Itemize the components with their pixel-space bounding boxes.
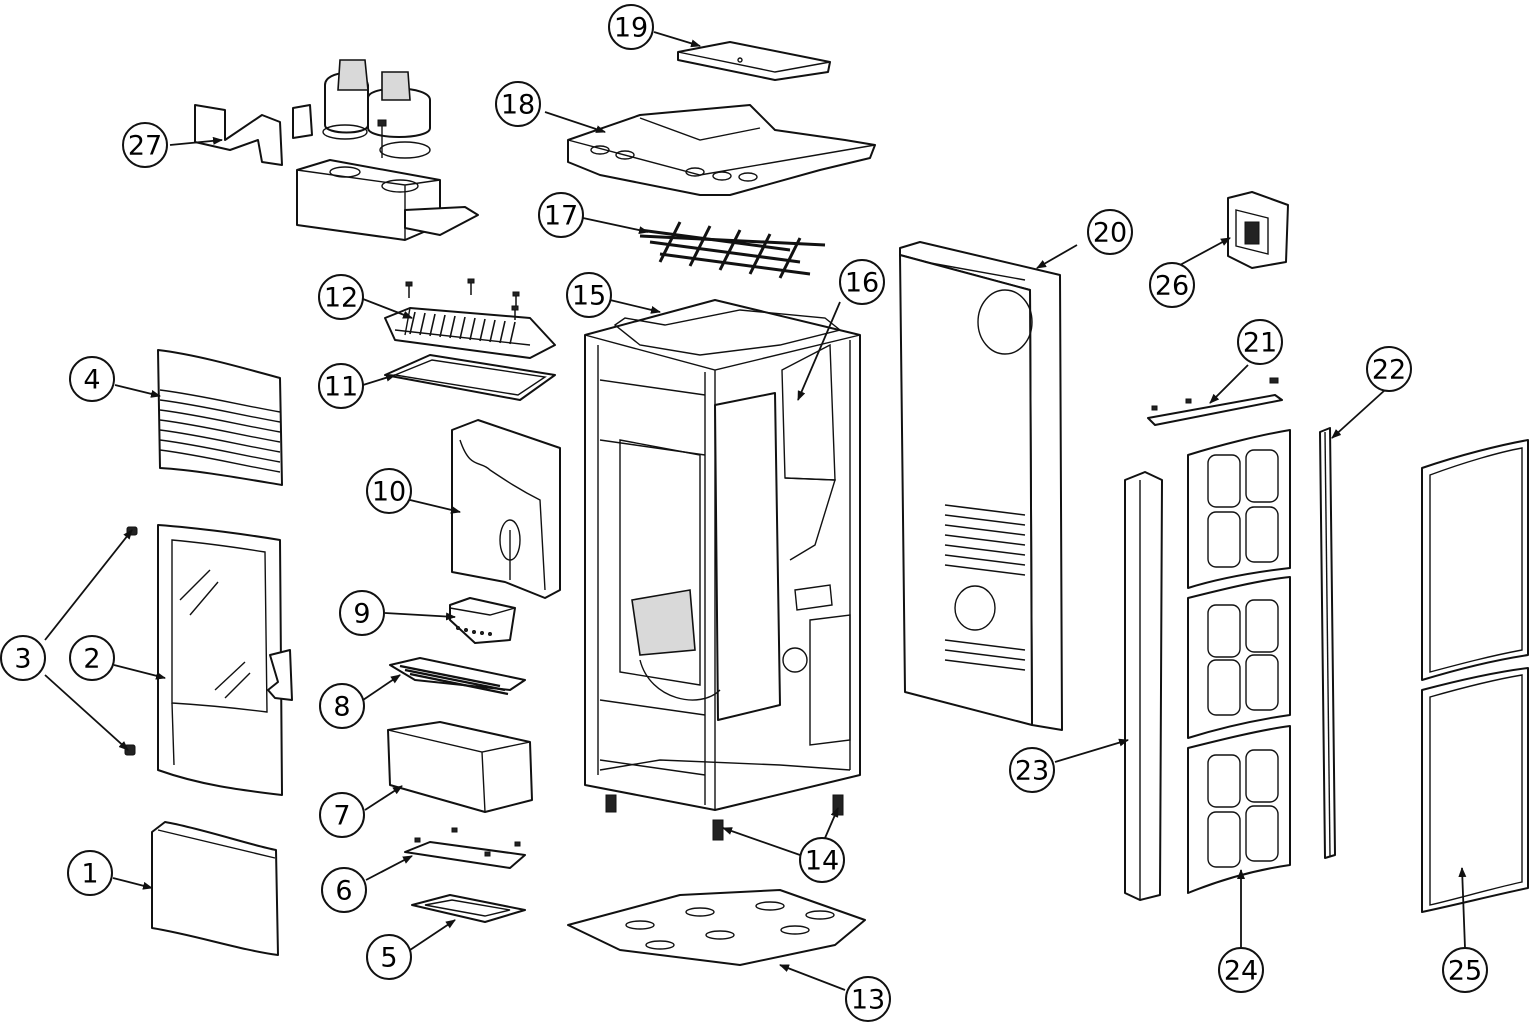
callout-21: 21	[1237, 319, 1283, 365]
svg-text:24: 24	[1224, 956, 1258, 987]
svg-text:10: 10	[372, 477, 406, 508]
callout-15: 15	[566, 272, 612, 318]
leader-lines	[44, 31, 1467, 991]
callout-19: 19	[608, 4, 654, 50]
callout-3: 3	[0, 635, 46, 681]
part-upper-front-panel	[157, 349, 283, 486]
callout-23: 23	[1009, 747, 1055, 793]
svg-text:3: 3	[14, 644, 31, 675]
callout-16: 16	[839, 259, 885, 305]
part-side-panel	[1421, 439, 1529, 913]
svg-text:22: 22	[1372, 355, 1406, 386]
svg-text:26: 26	[1155, 271, 1189, 302]
svg-text:21: 21	[1243, 328, 1277, 359]
part-main-body-frame	[584, 299, 861, 841]
svg-text:18: 18	[501, 90, 535, 121]
callout-22: 22	[1366, 346, 1412, 392]
callout-24: 24	[1218, 947, 1264, 993]
svg-text:25: 25	[1448, 956, 1482, 987]
svg-text:17: 17	[544, 201, 578, 232]
callout-20: 20	[1087, 209, 1133, 255]
svg-text:14: 14	[805, 846, 839, 877]
part-top-cover	[567, 104, 876, 196]
svg-text:9: 9	[353, 599, 370, 630]
callout-5: 5	[366, 934, 412, 980]
callout-7: 7	[319, 792, 365, 838]
part-bottom-plate	[567, 889, 866, 966]
part-bracket	[1147, 377, 1283, 426]
part-lower-front-panel	[151, 821, 279, 956]
svg-text:1: 1	[81, 859, 98, 890]
callout-9: 9	[339, 590, 385, 636]
callout-1: 1	[67, 850, 113, 896]
callout-18: 18	[495, 81, 541, 127]
part-ash-box	[387, 721, 533, 813]
part-small-gasket	[411, 894, 526, 923]
part-firebox-liner	[451, 419, 561, 599]
part-ceramic-tiles	[1187, 429, 1291, 894]
callout-13: 13	[845, 976, 891, 1022]
callout-2: 2	[69, 635, 115, 681]
part-socket-box	[1227, 191, 1289, 269]
svg-text:15: 15	[572, 281, 606, 312]
part-grate	[389, 657, 526, 696]
callout-26: 26	[1149, 262, 1195, 308]
part-hinges	[124, 526, 138, 756]
part-top-lid	[677, 41, 831, 81]
part-side-panel-vented	[899, 241, 1063, 731]
svg-text:19: 19	[614, 13, 648, 44]
svg-text:27: 27	[128, 131, 162, 162]
part-heat-exchanger	[384, 278, 556, 359]
callout-12: 12	[318, 274, 364, 320]
callout-27: 27	[122, 122, 168, 168]
svg-text:4: 4	[83, 365, 100, 396]
part-burn-pot	[449, 597, 516, 644]
part-gasket	[384, 354, 556, 401]
part-fan-assembly	[194, 59, 479, 241]
svg-text:13: 13	[851, 985, 885, 1016]
callout-25: 25	[1442, 947, 1488, 993]
part-door	[157, 524, 293, 796]
part-base-plate	[404, 827, 526, 869]
callout-14: 14	[799, 837, 845, 883]
svg-text:11: 11	[324, 372, 358, 403]
callout-6: 6	[321, 867, 367, 913]
part-corner-profile	[1124, 471, 1163, 901]
svg-text:8: 8	[333, 692, 350, 723]
svg-text:2: 2	[83, 644, 100, 675]
svg-text:5: 5	[380, 943, 397, 974]
svg-text:23: 23	[1015, 756, 1049, 787]
svg-text:16: 16	[845, 268, 879, 299]
svg-text:7: 7	[333, 801, 350, 832]
svg-text:20: 20	[1093, 218, 1127, 249]
svg-text:6: 6	[335, 876, 352, 907]
part-trim-strip	[1319, 427, 1336, 859]
callout-11: 11	[318, 363, 364, 409]
callout-4: 4	[69, 356, 115, 402]
part-mesh-grille	[639, 221, 826, 279]
callout-10: 10	[366, 468, 412, 514]
callout-8: 8	[319, 683, 365, 729]
callout-17: 17	[538, 192, 584, 238]
svg-text:12: 12	[324, 283, 358, 314]
